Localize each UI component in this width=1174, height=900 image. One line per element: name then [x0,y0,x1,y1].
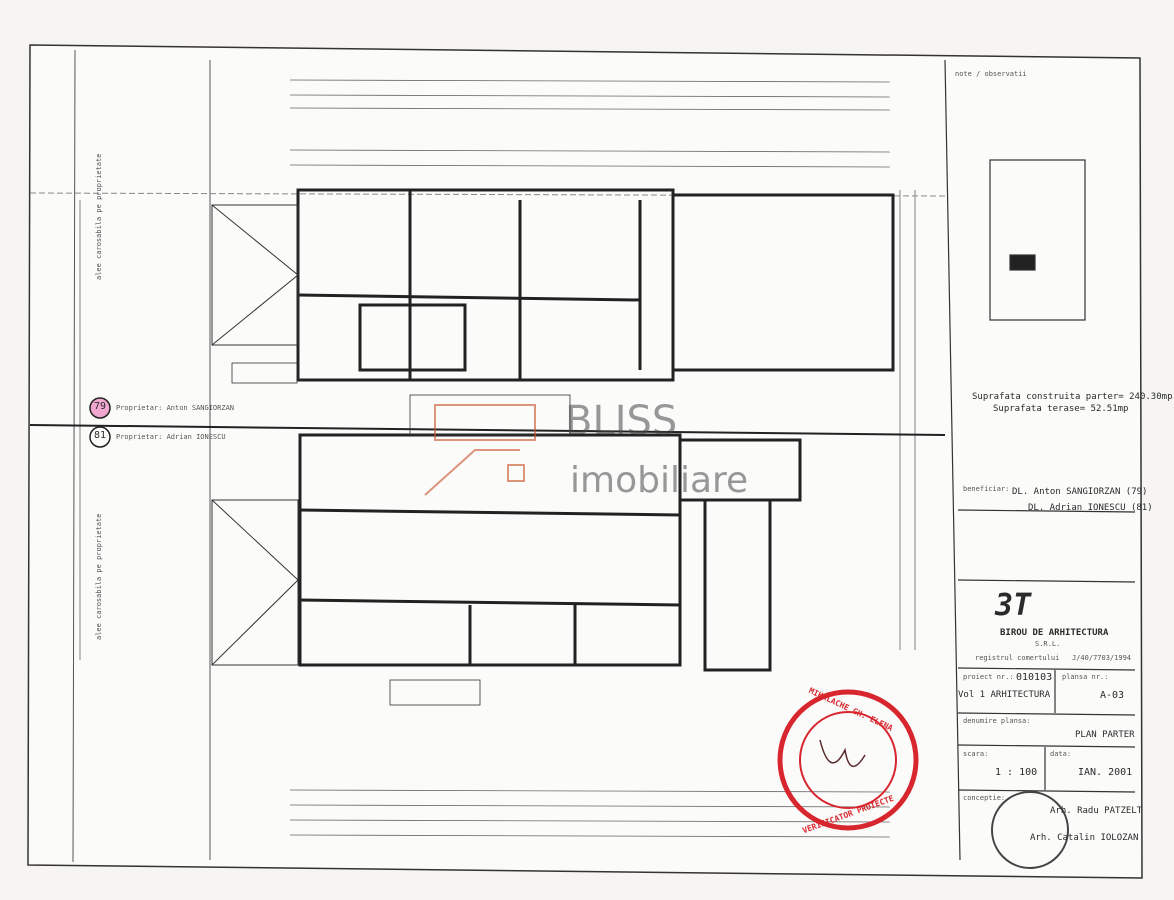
firm-logo: 3T [995,588,1032,623]
registry-value: J/40/7703/1994 [1072,654,1132,662]
watermark-sub: imobiliare [570,460,749,501]
volume: Vol 1 ARHITECTURA [958,690,1051,700]
date-value: IAN. 2001 [1078,767,1133,778]
owner-81-number: 81 [94,430,107,441]
area-terraces: Suprafata terase= 52.51mp [993,404,1129,414]
firm-name: BIROU DE ARHITECTURA [1000,628,1109,638]
owner-79-label: Proprietar: Anton SANGIORZAN [116,404,235,412]
scale-label: scara: [963,750,989,758]
beneficiary-2: DL. Adrian IONESCU (81) [1028,503,1153,513]
sheet-name: PLAN PARTER [1075,730,1135,740]
project-number: 010103 [1016,672,1053,683]
concept-label: conceptie: [963,794,1006,802]
firm-suffix: S.R.L. [1035,640,1061,648]
registry-label: registrul comertului [975,654,1060,662]
side-label-lower: alee carosabila pe proprietate [95,513,103,640]
owner-79-number: 79 [94,401,107,412]
architect-1: Arh. Radu PATZELT [1050,806,1143,816]
sheet-name-label: denumire plansa: [963,717,1031,725]
side-label-upper: alee carosabila pe proprietate [95,153,103,280]
sheet-number: A-03 [1100,690,1125,701]
area-built: Suprafata construita parter= 240.30mp [972,392,1173,402]
sheet-label: plansa nr.: [1062,673,1109,681]
verifier-stamp [777,689,919,831]
notes-label: note / observatii [955,70,1027,78]
project-label: proiect nr.: [963,673,1014,681]
beneficiary-label: beneficiar: [963,485,1010,493]
owner-81-label: Proprietar: Adrian IONESCU [116,433,226,441]
watermark-brand: BLISS [565,398,678,444]
firm-stamp [991,791,1069,869]
architect-2: Arh. Catalin IOLOZAN [1030,833,1139,843]
beneficiary-1: DL. Anton SANGIORZAN (79) [1012,487,1148,497]
date-label: data: [1050,750,1072,758]
scale-value: 1 : 100 [995,767,1038,778]
